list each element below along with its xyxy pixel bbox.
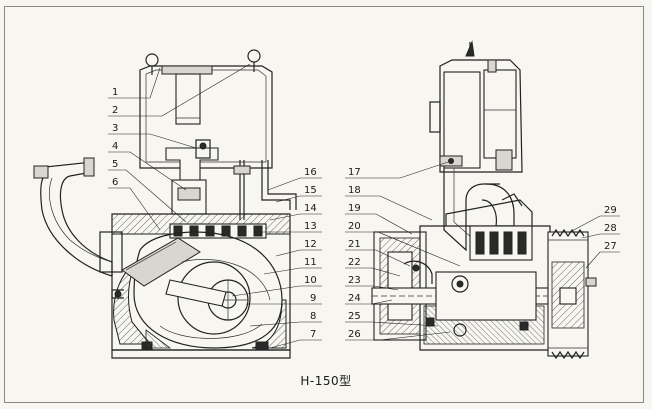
connecting-rod bbox=[165, 279, 227, 307]
rotor bbox=[177, 261, 251, 335]
callout-24: 24 bbox=[348, 293, 361, 304]
upper-tank bbox=[139, 65, 273, 169]
lifting-eye-left bbox=[145, 53, 159, 67]
callout-13: 13 bbox=[304, 221, 317, 232]
callout-28: 28 bbox=[604, 223, 617, 234]
lifting-eye-right bbox=[247, 49, 261, 63]
callout-5: 5 bbox=[112, 159, 118, 170]
pulley-grooves-bottom bbox=[551, 350, 585, 360]
vertical-pipe bbox=[443, 168, 500, 252]
right-callout-labels: 17 18 19 20 21 22 23 24 25 26 27 28 29 bbox=[348, 167, 617, 340]
callout-6: 6 bbox=[112, 177, 118, 188]
callout-27: 27 bbox=[604, 241, 617, 252]
callout-16: 16 bbox=[304, 167, 317, 178]
callout-9: 9 bbox=[310, 293, 316, 304]
callout-22: 22 bbox=[348, 257, 361, 268]
callout-19: 19 bbox=[348, 203, 361, 214]
callout-7: 7 bbox=[310, 329, 316, 340]
cylinder-body bbox=[133, 231, 283, 349]
suction-flange bbox=[33, 165, 49, 179]
model-caption: H-150型 bbox=[300, 374, 352, 388]
inner-tube bbox=[175, 73, 201, 125]
callout-8: 8 bbox=[310, 311, 316, 322]
pulley-grooves-top bbox=[551, 228, 585, 238]
callout-17: 17 bbox=[348, 167, 361, 178]
callout-10: 10 bbox=[304, 275, 317, 286]
callout-25: 25 bbox=[348, 311, 361, 322]
callout-26: 26 bbox=[348, 329, 361, 340]
callout-2: 2 bbox=[112, 105, 118, 116]
callout-12: 12 bbox=[304, 239, 317, 250]
callout-4: 4 bbox=[112, 141, 118, 152]
right-leaders bbox=[345, 161, 620, 341]
left-leaders bbox=[108, 63, 322, 349]
callout-11: 11 bbox=[304, 257, 317, 268]
left-callout-labels: 1 2 3 4 5 6 7 8 9 10 11 12 13 14 15 16 bbox=[112, 87, 317, 340]
front-section-view bbox=[33, 49, 297, 359]
callout-29: 29 bbox=[604, 205, 617, 216]
callout-14: 14 bbox=[304, 203, 317, 214]
side-section-view bbox=[371, 40, 597, 360]
callout-3: 3 bbox=[112, 123, 118, 134]
top-cover bbox=[161, 65, 213, 75]
callout-23: 23 bbox=[348, 275, 361, 286]
drawing-frame bbox=[4, 6, 644, 403]
base-plate bbox=[111, 349, 291, 359]
slide-valve bbox=[121, 237, 201, 287]
callout-21: 21 bbox=[348, 239, 361, 250]
callout-15: 15 bbox=[304, 185, 317, 196]
callout-18: 18 bbox=[348, 185, 361, 196]
callout-20: 20 bbox=[348, 221, 361, 232]
callout-1: 1 bbox=[112, 87, 118, 98]
side-rotor bbox=[435, 271, 537, 321]
